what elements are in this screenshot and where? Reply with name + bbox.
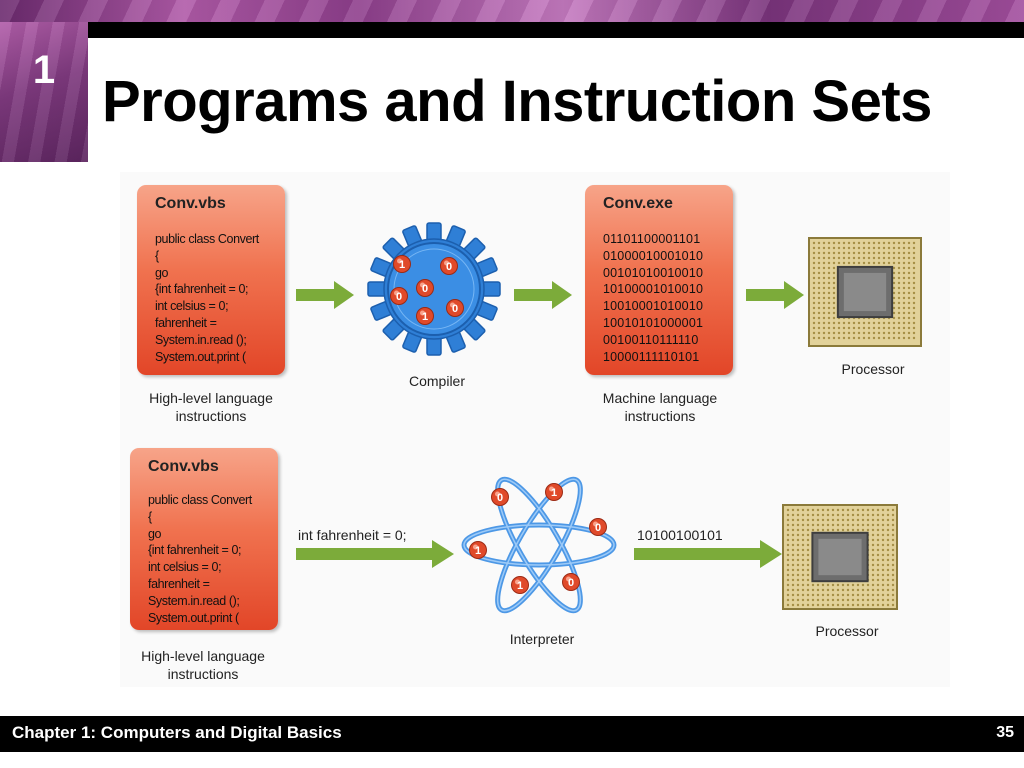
svg-text:1: 1 <box>517 580 523 592</box>
arrow-to-compiler <box>296 281 354 309</box>
caption-line: Machine language <box>602 390 718 406</box>
footer-chapter-text: Chapter 1: Computers and Digital Basics <box>12 723 342 742</box>
code-line: System.in.read (); <box>155 332 247 347</box>
binary-line: 00101010010010 <box>603 265 704 280</box>
code-line: public class Convert <box>155 232 259 246</box>
code-line: int celsius = 0; <box>148 560 222 575</box>
processor-chip-icon <box>782 504 898 610</box>
binary-line: 10100001010010 <box>603 282 704 297</box>
code-line: {int fahrenheit = 0; <box>155 282 249 297</box>
arrow-to-machine-code <box>514 281 572 309</box>
source-code-lines: public class Convert { go {int fahrenhei… <box>148 492 252 626</box>
caption-line: High-level language <box>149 390 273 406</box>
svg-text:0: 0 <box>595 522 601 534</box>
source-file-name: Conv.vbs <box>148 458 219 475</box>
compiler-bit: 0 <box>440 257 458 275</box>
caption-line: High-level language <box>141 648 265 664</box>
source-file-name: Conv.vbs <box>155 195 226 212</box>
binary-line: 10010001010010 <box>603 299 704 314</box>
processor-chip-icon <box>808 237 922 347</box>
machine-code-caption: Machine language instructions <box>575 389 745 425</box>
slide-footer: Chapter 1: Computers and Digital Basics … <box>0 716 1024 752</box>
executable-file-name: Conv.exe <box>603 195 673 212</box>
arrow-to-processor-1 <box>746 281 804 309</box>
svg-text:0: 0 <box>396 291 402 303</box>
program-translation-diagram: Conv.vbs public class Convert { go {int … <box>120 172 950 687</box>
svg-text:0: 0 <box>452 303 458 315</box>
source-caption-compiler: High-level language instructions <box>120 389 302 425</box>
page-number: 35 <box>996 724 1014 741</box>
slide-title: Programs and Instruction Sets <box>102 69 932 134</box>
svg-text:1: 1 <box>551 487 557 499</box>
code-line: go <box>155 265 169 280</box>
processor-label-2: Processor <box>815 623 879 639</box>
code-line: { <box>148 509 152 524</box>
svg-text:1: 1 <box>422 311 428 323</box>
interpreter-bit: 1 <box>469 541 487 559</box>
svg-text:0: 0 <box>446 261 452 273</box>
svg-text:1: 1 <box>399 259 405 271</box>
svg-text:0: 0 <box>422 283 428 295</box>
caption-line: instructions <box>175 408 247 424</box>
binary-line: 10000111110101 <box>603 349 700 364</box>
code-line: System.out.print ( <box>155 349 246 364</box>
binary-line: 10010101000001 <box>603 315 704 330</box>
compiler-bit: 0 <box>390 287 408 305</box>
code-line: {int fahrenheit = 0; <box>148 543 242 558</box>
source-code-box-compiler: Conv.vbs public class Convert { go {int … <box>137 185 285 375</box>
compiler-bit: 0 <box>416 279 434 297</box>
interpreter-label: Interpreter <box>509 631 575 647</box>
source-code-box-interpreter: Conv.vbs public class Convert { go {int … <box>130 448 278 630</box>
interpreter-bit: 0 <box>562 573 580 591</box>
code-line: go <box>148 526 162 541</box>
machine-code-box: Conv.exe 01101100001101 01000010001010 0… <box>585 185 733 375</box>
code-line: { <box>155 248 159 263</box>
compiler-bit: 1 <box>416 307 434 325</box>
arrow-to-interpreter <box>296 540 454 568</box>
source-caption-interpreter: High-level language instructions <box>120 647 286 683</box>
arrow-to-processor-2 <box>634 540 782 568</box>
interpreter-bit: 0 <box>491 488 509 506</box>
header-black-bar <box>88 22 1024 38</box>
compiler-bit: 0 <box>446 299 464 317</box>
svg-text:0: 0 <box>568 577 574 589</box>
code-line: int celsius = 0; <box>155 299 229 314</box>
caption-line: instructions <box>167 666 239 682</box>
code-line: System.out.print ( <box>148 610 239 625</box>
code-line: fahrenheit = <box>155 315 217 330</box>
header-decor-band <box>0 0 1024 22</box>
code-line: public class Convert <box>148 493 252 507</box>
source-code-lines: public class Convert { go {int fahrenhei… <box>155 231 259 365</box>
compiler-gear-icon: 1 0 0 0 0 1 <box>367 222 501 356</box>
interpreter-output-label: 10100100101 <box>637 527 723 543</box>
compiler-label: Compiler <box>408 373 465 389</box>
caption-line: instructions <box>624 408 696 424</box>
interpreter-bit: 0 <box>589 518 607 536</box>
binary-line: 01000010001010 <box>603 248 704 263</box>
interpreter-bit: 1 <box>511 576 529 594</box>
svg-text:0: 0 <box>497 492 503 504</box>
binary-line: 00100110111110 <box>603 332 699 347</box>
code-line: System.in.read (); <box>148 593 240 608</box>
chapter-badge <box>0 22 88 162</box>
interpreter-input-label: int fahrenheit = 0; <box>298 527 407 543</box>
binary-line: 01101100001101 <box>603 232 701 246</box>
interpreter-bit: 1 <box>545 483 563 501</box>
code-line: fahrenheit = <box>148 576 210 591</box>
compiler-bit: 1 <box>393 255 411 273</box>
processor-label-1: Processor <box>841 361 905 377</box>
interpreter-atom-icon: 0 1 0 1 1 0 <box>461 476 617 614</box>
machine-code-lines: 01101100001101 01000010001010 0010101001… <box>603 231 703 365</box>
svg-text:1: 1 <box>475 545 481 557</box>
chapter-number: 1 <box>32 48 56 92</box>
